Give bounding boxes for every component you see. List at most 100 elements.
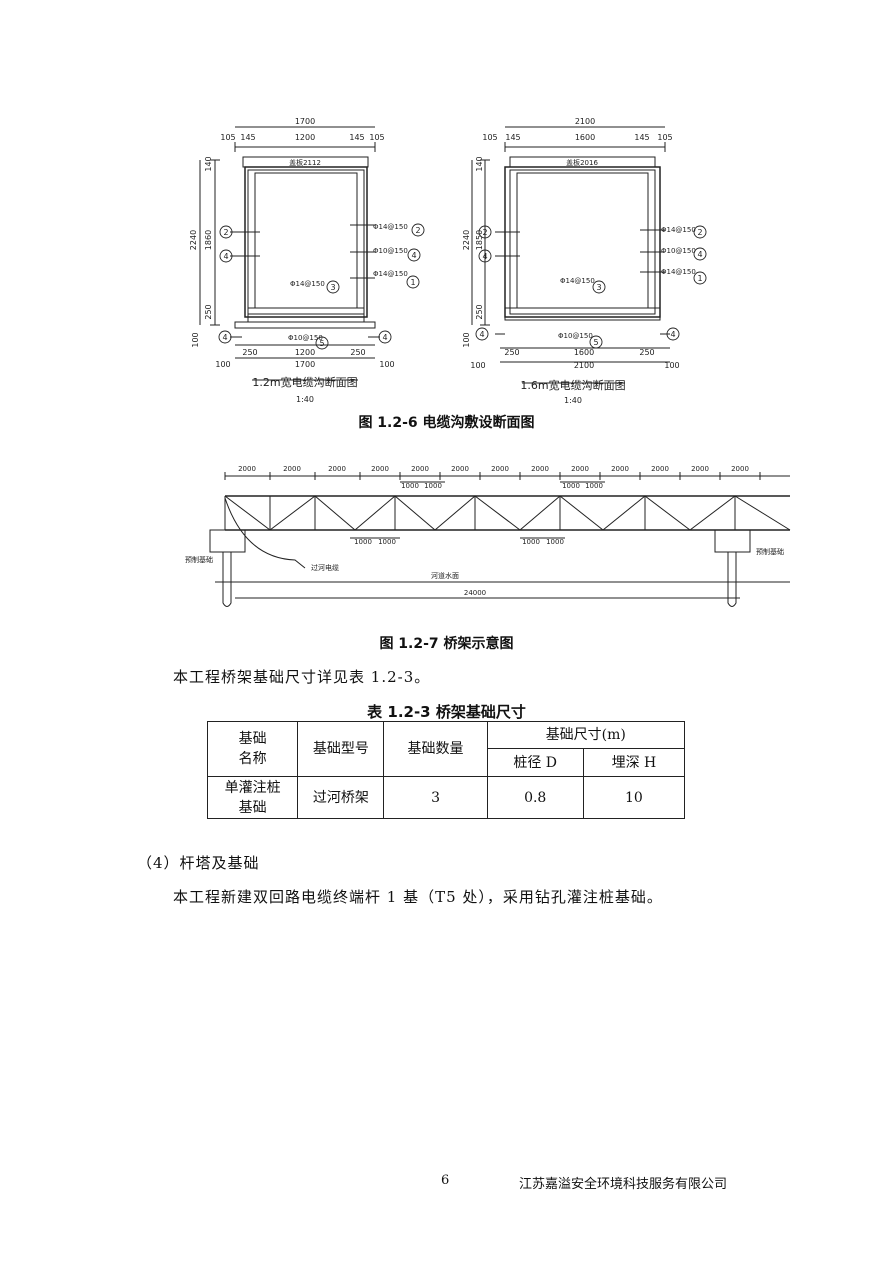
cell-depth: 10 bbox=[582, 776, 686, 819]
dim-left-side-c: 250 bbox=[204, 304, 213, 319]
dim-left-side-b: 1860 bbox=[204, 230, 213, 250]
figure1-caption: 图 1.2-6 电缆沟敷设断面图 bbox=[358, 415, 535, 431]
truss-dim-9: 2000 bbox=[571, 465, 589, 473]
cell-count: 3 bbox=[383, 776, 488, 819]
rebar-left-4: Φ14@150 bbox=[290, 280, 325, 288]
dim-right-e: 105 bbox=[657, 133, 672, 142]
marker-right-4b: 4 bbox=[697, 250, 702, 259]
rebar-right-4: Φ14@150 bbox=[560, 277, 595, 285]
dim-right-total: 2100 bbox=[575, 117, 595, 126]
dim-left-bottom-e: 1700 bbox=[295, 360, 315, 369]
figure2-caption: 图 1.2-7 桥架示意图 bbox=[379, 636, 514, 652]
bridge-truss-figure: 2000 2000 2000 2000 2000 2000 2000 2000 … bbox=[185, 465, 791, 607]
section4-heading: （4）杆塔及基础 bbox=[137, 854, 260, 872]
dim-right-a: 105 bbox=[482, 133, 497, 142]
dim-left-e: 105 bbox=[369, 133, 384, 142]
rebar-right-5: Φ10@150 bbox=[558, 332, 593, 340]
dim-left-b: 145 bbox=[240, 133, 255, 142]
marker-left-2a: 2 bbox=[223, 228, 228, 237]
page-number: 6 bbox=[441, 1173, 450, 1188]
dim-right-b: 145 bbox=[505, 133, 520, 142]
marker-left-1: 1 bbox=[410, 278, 415, 287]
header-name: 基础 名称 bbox=[206, 721, 299, 777]
marker-right-5: 5 bbox=[593, 338, 598, 347]
truss-dim-6: 2000 bbox=[451, 465, 469, 473]
truss-inner-dim-1: 1000 bbox=[354, 538, 372, 546]
marker-left-4d: 4 bbox=[382, 333, 387, 342]
rebar-left-5: Φ10@150 bbox=[288, 334, 323, 342]
truss-sub-dim-2: 1000 bbox=[424, 482, 442, 490]
marker-right-4d: 4 bbox=[670, 330, 675, 339]
dim-right-side-a: 2240 bbox=[462, 230, 471, 250]
rebar-left-1: Φ14@150 bbox=[373, 223, 408, 231]
truss-sub-dim-1: 1000 bbox=[401, 482, 419, 490]
label-foundation-right: 预制基础 bbox=[756, 547, 784, 556]
rebar-left-2: Φ10@150 bbox=[373, 247, 408, 255]
truss-dim-11: 2000 bbox=[651, 465, 669, 473]
dim-right-c: 1600 bbox=[575, 133, 595, 142]
dim-left-side-e: 140 bbox=[204, 156, 213, 171]
dim-right-bottom-f: 100 bbox=[664, 361, 679, 370]
dim-right-side-b: 1850 bbox=[475, 230, 484, 250]
rebar-left-3: Φ14@150 bbox=[373, 270, 408, 278]
marker-left-4a: 4 bbox=[223, 252, 228, 261]
dim-left-total: 1700 bbox=[295, 117, 315, 126]
label-foundation-left: 预制基础 bbox=[185, 555, 213, 564]
truss-dim-12: 2000 bbox=[691, 465, 709, 473]
dim-right-bottom-d: 100 bbox=[470, 361, 485, 370]
header-depth: 埋深 H bbox=[582, 748, 686, 777]
marker-left-5: 5 bbox=[319, 339, 324, 348]
dim-left-bottom-d: 100 bbox=[215, 360, 230, 369]
marker-right-3: 3 bbox=[596, 283, 601, 292]
cell-name: 单灌注桩 基础 bbox=[206, 776, 299, 819]
truss-inner-dim-2: 1000 bbox=[378, 538, 396, 546]
truss-dim-13: 2000 bbox=[731, 465, 749, 473]
dim-right-side-c: 250 bbox=[475, 304, 484, 319]
truss-dim-1: 2000 bbox=[238, 465, 256, 473]
marker-right-4a: 4 bbox=[482, 252, 487, 261]
dim-right-side-d: 100 bbox=[462, 332, 471, 347]
left-section-title: 1.2m宽电缆沟断面图 bbox=[252, 375, 357, 389]
cover-label-right: 盖板2016 bbox=[566, 158, 598, 167]
truss-dim-7: 2000 bbox=[491, 465, 509, 473]
dim-left-c: 1200 bbox=[295, 133, 315, 142]
header-size: 基础尺寸(m) bbox=[486, 721, 686, 749]
dim-right-bottom-b: 1600 bbox=[574, 348, 594, 357]
cell-type: 过河桥架 bbox=[297, 776, 385, 819]
header-count: 基础数量 bbox=[383, 721, 488, 777]
truss-sub-dim-3: 1000 bbox=[562, 482, 580, 490]
right-section-title: 1.6m宽电缆沟断面图 bbox=[520, 378, 625, 392]
rebar-right-3: Φ14@150 bbox=[661, 268, 696, 276]
truss-inner-dim-4: 1000 bbox=[546, 538, 564, 546]
label-water-surface: 河道水面 bbox=[431, 571, 459, 580]
truss-dim-3: 2000 bbox=[328, 465, 346, 473]
marker-left-4b: 4 bbox=[411, 251, 416, 260]
dim-right-side-e: 140 bbox=[475, 156, 484, 171]
cable-trench-section-figure: 1700 105 145 1200 145 105 盖板2112 2240 18… bbox=[189, 117, 707, 405]
dim-left-a: 105 bbox=[220, 133, 235, 142]
rebar-right-1: Φ14@150 bbox=[661, 226, 696, 234]
cell-diameter: 0.8 bbox=[486, 776, 584, 819]
table-title: 表 1.2-3 桥架基础尺寸 bbox=[367, 703, 526, 721]
foundation-size-table: 基础 名称 基础型号 基础数量 基础尺寸(m) 桩径 D 埋深 H 单灌注桩 基… bbox=[206, 721, 686, 819]
dim-left-d: 145 bbox=[349, 133, 364, 142]
truss-dim-4: 2000 bbox=[371, 465, 389, 473]
dim-right-d: 145 bbox=[634, 133, 649, 142]
dim-left-bottom-c: 250 bbox=[350, 348, 365, 357]
marker-right-1: 1 bbox=[697, 274, 702, 283]
section4-text: 本工程新建双回路电缆终端杆 1 基（T5 处），采用钻孔灌注桩基础。 bbox=[173, 888, 663, 906]
footer-company: 江苏嘉溢安全环境科技服务有限公司 bbox=[519, 1177, 728, 1192]
dim-left-bottom-f: 100 bbox=[379, 360, 394, 369]
marker-left-4c: 4 bbox=[222, 333, 227, 342]
header-diameter: 桩径 D bbox=[486, 748, 584, 777]
marker-right-4c: 4 bbox=[479, 330, 484, 339]
dim-right-bottom-c: 250 bbox=[639, 348, 654, 357]
truss-dim-10: 2000 bbox=[611, 465, 629, 473]
header-type: 基础型号 bbox=[297, 721, 385, 777]
dim-right-bottom-a: 250 bbox=[504, 348, 519, 357]
truss-dim-8: 2000 bbox=[531, 465, 549, 473]
dim-left-bottom-b: 1200 bbox=[295, 348, 315, 357]
marker-left-2b: 2 bbox=[415, 226, 420, 235]
right-section-scale: 1:40 bbox=[564, 396, 582, 405]
dim-left-side-d: 100 bbox=[191, 332, 200, 347]
